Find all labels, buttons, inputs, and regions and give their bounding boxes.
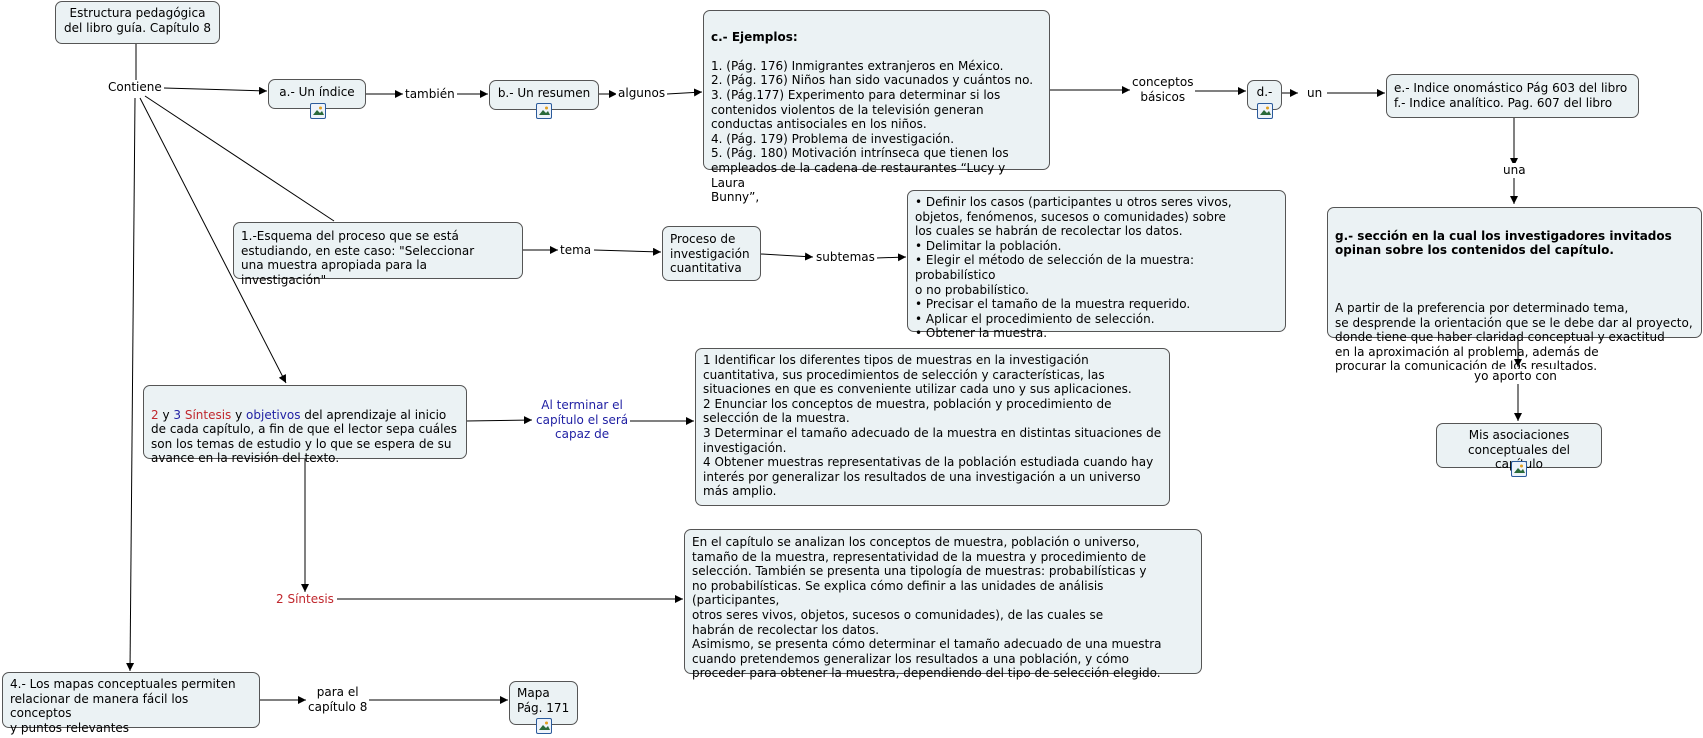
sintesis-number-2: 2 bbox=[151, 407, 159, 422]
image-attachment-icon[interactable] bbox=[536, 103, 552, 119]
root-node[interactable]: Estructura pedagógica del libro guía. Ca… bbox=[55, 1, 220, 44]
label-2-sintesis: 2 Síntesis bbox=[274, 592, 336, 607]
label-subtemas: subtemas bbox=[814, 250, 877, 265]
label-tema: tema bbox=[558, 243, 594, 258]
resumen-node[interactable]: b.- Un resumen bbox=[489, 80, 599, 110]
seccion-title: g.- sección en la cual los investigadore… bbox=[1335, 228, 1672, 258]
conjunction-y: y bbox=[158, 407, 174, 422]
label-al-terminar: Al terminar el capítulo el será capaz de bbox=[534, 398, 631, 442]
seccion-node[interactable]: g.- sección en la cual los investigadore… bbox=[1327, 207, 1702, 373]
indices-node[interactable]: e.- Indice onomástico Pág 603 del libro … bbox=[1386, 74, 1639, 118]
asociaciones-node[interactable]: Mis asociaciones conceptuales del capítu… bbox=[1436, 423, 1602, 471]
proceso-node[interactable]: Proceso de investigación cuantitativa bbox=[662, 226, 761, 281]
sintesis-objetivos-node[interactable]: 2 y 3 Síntesis y objetivos del aprendiza… bbox=[143, 385, 467, 465]
subtemas-list-node[interactable]: • Definir los casos (participantes u otr… bbox=[907, 190, 1286, 340]
ejemplos-body: 1. (Pág. 176) Inmigrantes extranjeros en… bbox=[711, 58, 1034, 205]
label-un: un bbox=[1305, 86, 1325, 101]
sintesis-text-node[interactable]: En el capítulo se analizan los conceptos… bbox=[684, 529, 1202, 680]
objetivos-number-3: 3 bbox=[173, 407, 182, 422]
ejemplos-node[interactable]: c.- Ejemplos: 1. (Pág. 176) Inmigrantes … bbox=[703, 10, 1050, 204]
image-attachment-icon[interactable] bbox=[1257, 103, 1273, 119]
image-attachment-icon[interactable] bbox=[1511, 461, 1527, 477]
image-attachment-icon[interactable] bbox=[536, 718, 552, 734]
label-una: una bbox=[1501, 163, 1528, 178]
label-yo-aporto: yo aporto con bbox=[1472, 369, 1559, 384]
esquema-node[interactable]: 1.-Esquema del proceso que se está estud… bbox=[233, 222, 523, 287]
image-attachment-icon[interactable] bbox=[310, 103, 326, 119]
mapa-node[interactable]: Mapa Pág. 171 bbox=[509, 681, 578, 725]
label-tambien: también bbox=[403, 87, 457, 102]
sintesis-objetivos-rest: del aprendizaje al inicio de cada capítu… bbox=[151, 407, 458, 466]
objetivos-word: objetivos bbox=[246, 407, 301, 422]
conjunction-y: y bbox=[231, 407, 247, 422]
label-algunos: algunos bbox=[616, 86, 668, 101]
seccion-body: A partir de la preferencia por determina… bbox=[1335, 300, 1693, 374]
label-para-el: para el capítulo 8 bbox=[306, 685, 370, 715]
label-contiene: Contiene bbox=[106, 80, 164, 95]
ejemplos-title: c.- Ejemplos: bbox=[711, 29, 798, 44]
sintesis-word: Síntesis bbox=[181, 407, 232, 422]
mapas-node[interactable]: 4.- Los mapas conceptuales permiten rela… bbox=[2, 672, 260, 735]
label-conceptos-basicos: conceptos básicos bbox=[1130, 75, 1196, 105]
objetivos-list-node[interactable]: 1 Identificar los diferentes tipos de mu… bbox=[695, 348, 1170, 506]
